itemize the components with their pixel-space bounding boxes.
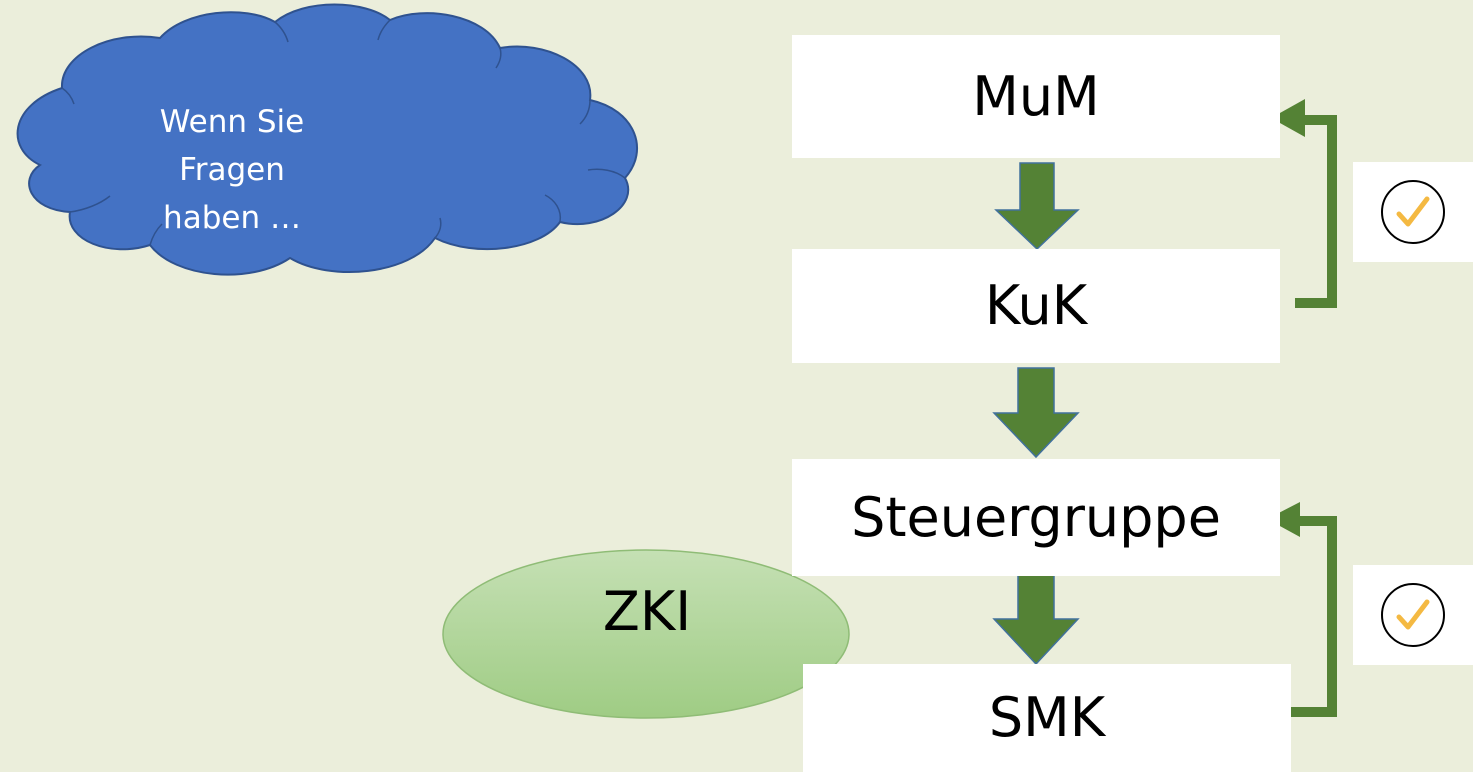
check-card — [1353, 162, 1473, 262]
zki-label: ZKI — [602, 580, 692, 643]
flow-box-steuergruppe: Steuergruppe — [792, 459, 1280, 576]
cloud-text-line: Wenn Sie Fragen — [159, 104, 305, 188]
flow-box-smk: SMK — [803, 664, 1291, 772]
feedback-arrow-smk-steuergruppe — [1267, 502, 1337, 717]
flow-box-label: MuM — [972, 64, 1100, 128]
arrow-down-kuk-steuergruppe — [992, 367, 1080, 459]
cloud-text-line: haben … — [163, 200, 301, 236]
arrow-down-mum-kuk — [994, 162, 1080, 251]
flow-box-label: KuK — [984, 274, 1088, 337]
check-circle-icon — [1381, 180, 1445, 244]
flow-box-label: Steuergruppe — [851, 485, 1221, 549]
cloud-text: Wenn Sie Fragen haben … — [112, 98, 352, 242]
flow-box-kuk: KuK — [792, 249, 1280, 363]
zki-ellipse — [442, 549, 850, 719]
cloud-shape — [16, 3, 639, 276]
feedback-arrow-kuk-mum — [1271, 99, 1337, 308]
arrow-down-steuergruppe-smk — [992, 572, 1080, 666]
flow-box-label: SMK — [988, 686, 1106, 749]
flow-box-mum: MuM — [792, 35, 1280, 158]
check-circle-icon — [1381, 583, 1445, 647]
check-card — [1353, 565, 1473, 665]
